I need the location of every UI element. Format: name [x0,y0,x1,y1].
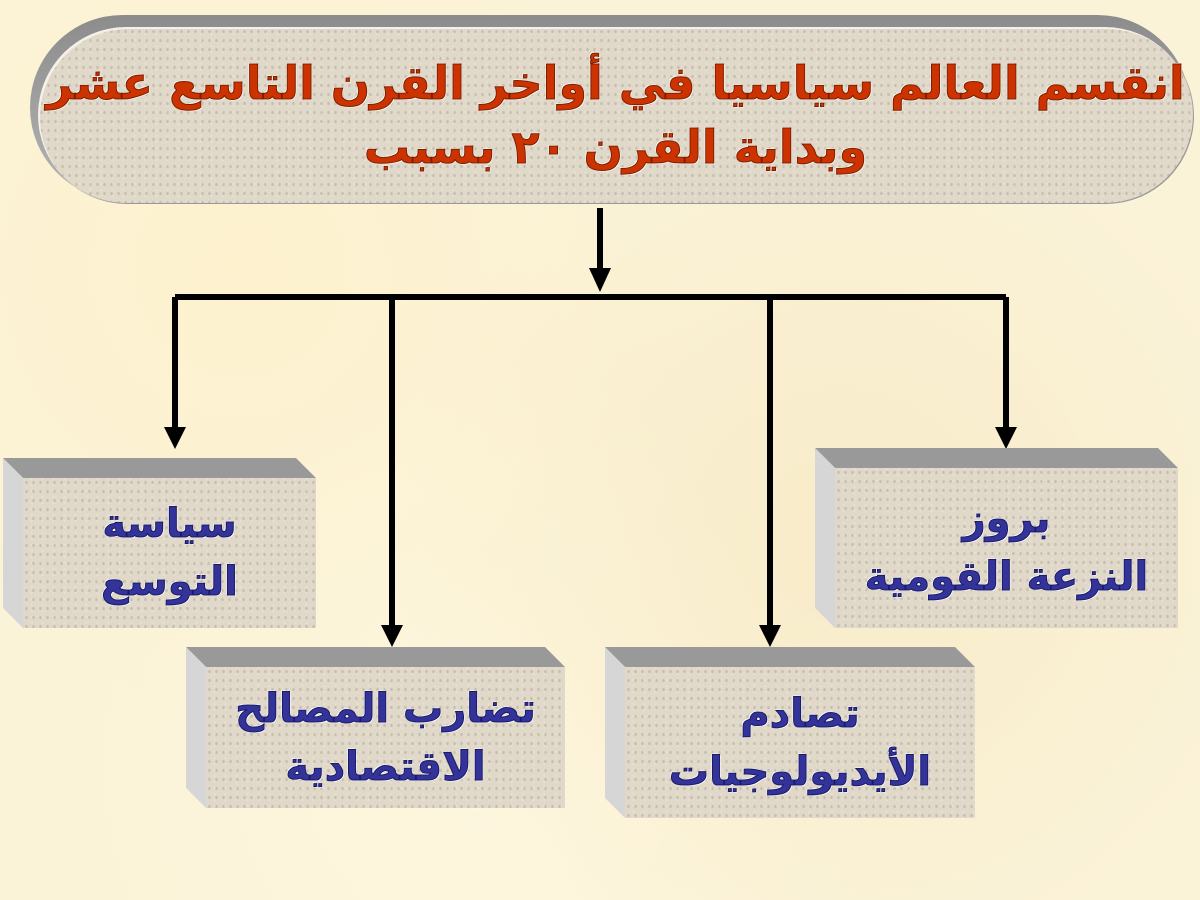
cause-box-expansion: سياسة التوسع [3,458,316,628]
arrow-head-icon [589,268,611,292]
cause-label: تصادم [740,690,860,737]
cause-label: الأيديولوجيات [668,748,932,795]
cause-box-economic-interests: تضارب المصالح الاقتصادية [186,647,565,808]
title-line-1: انقسم العالم سياسيا في أواخر القرن التاس… [46,56,1185,111]
cause-box-ideologies: تصادم الأيديولوجيات [605,647,975,818]
cause-label: سياسة [102,501,237,548]
cause-box-nationalism: بروز النزعة القومية [815,448,1178,628]
cause-label: الاقتصادية [285,743,486,790]
arrow-head-icon [164,427,186,449]
cause-label: بروز [962,496,1051,543]
cause-label: التوسع [101,559,239,606]
cause-label: النزعة القومية [864,554,1149,601]
arrow-head-icon [995,427,1017,449]
arrow-head-icon [381,625,403,647]
arrow-head-icon [759,625,781,647]
title-banner: انقسم العالم سياسيا في أواخر القرن التاس… [38,27,1193,203]
title-line-2: وبداية القرن ٢٠ بسبب [363,120,868,175]
cause-label: تضارب المصالح [235,685,536,732]
